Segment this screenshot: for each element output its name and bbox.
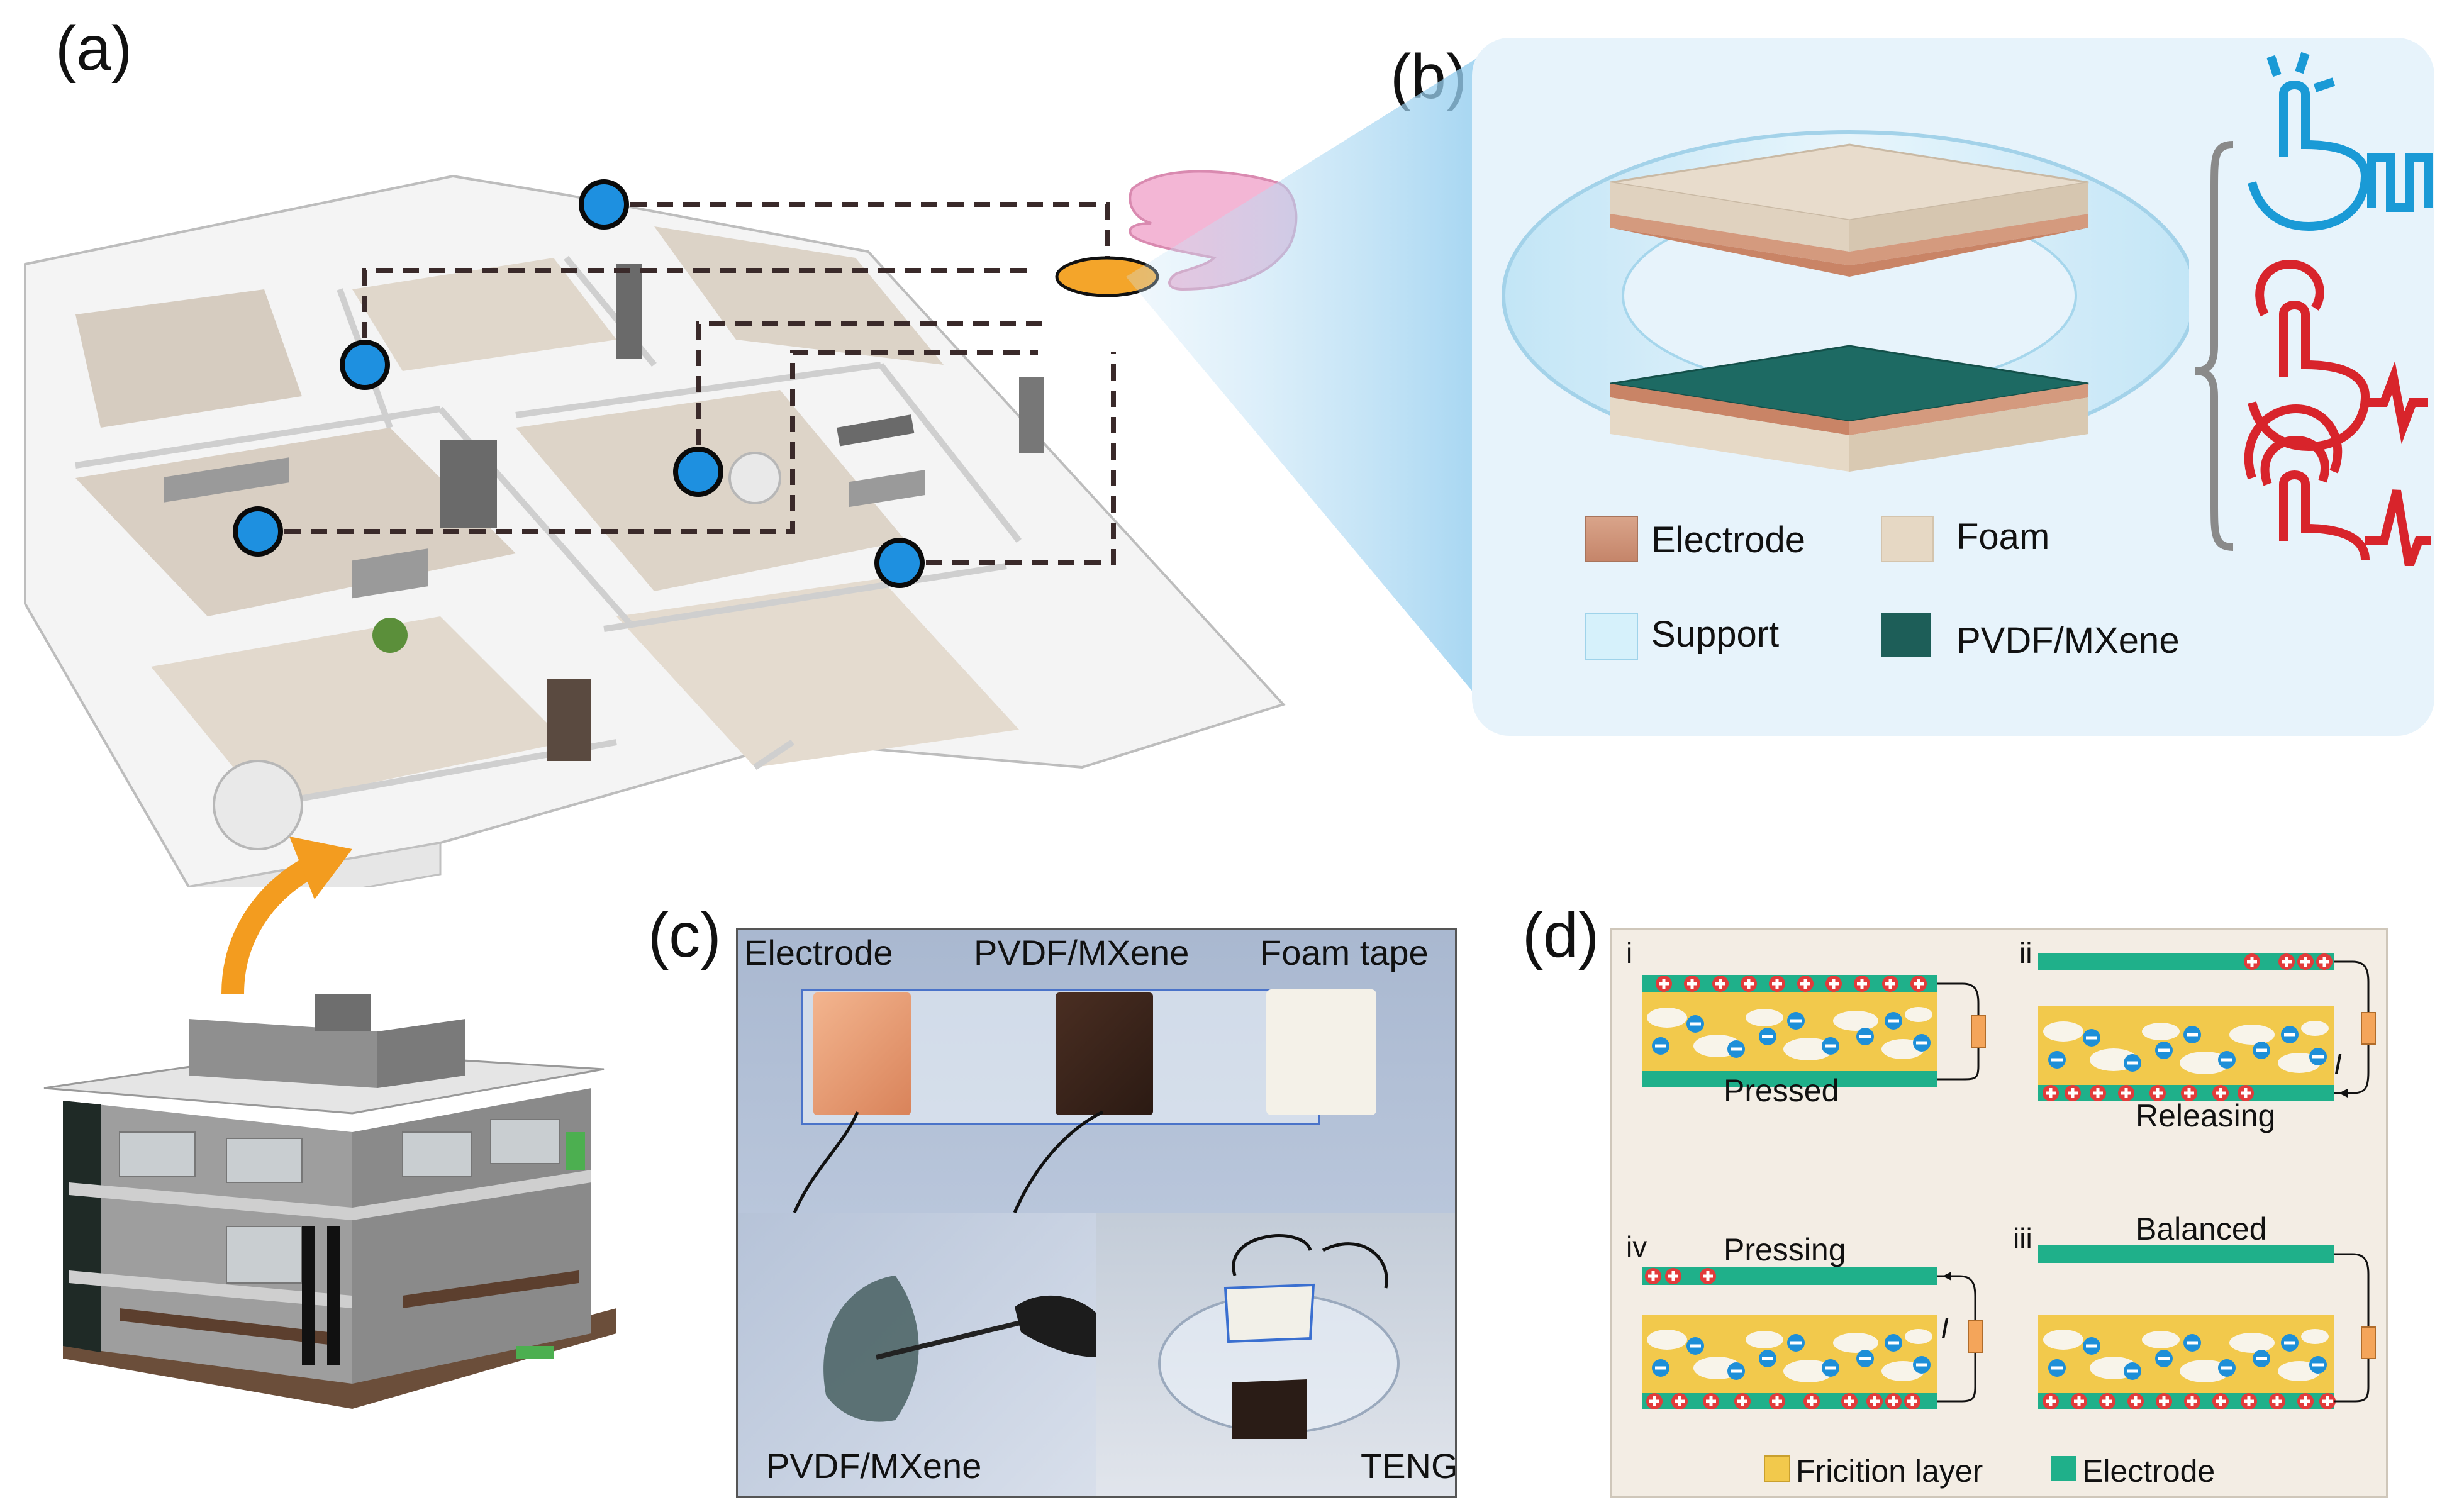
sensor-node-5 [874, 538, 925, 588]
pvdf-mxene-film [1056, 992, 1153, 1115]
panel-label-d: (d) [1522, 900, 1600, 970]
photo-components: Electrode PVDF/MXene Foam tape [738, 930, 1455, 1213]
teng-structure-illustration [1502, 130, 2189, 472]
photo-label-electrode: Electrode [744, 933, 893, 972]
photo-flexible-film: PVDF/MXene [738, 1213, 1096, 1496]
photo-teng-device: TENG [1096, 1213, 1455, 1496]
state-label-ii: ii [2019, 937, 2032, 969]
house-3d-model [43, 994, 616, 1409]
state-ii-releasing [2038, 953, 2376, 1101]
touch-signal-column [2195, 52, 2433, 566]
legend-swatch-foam [1881, 516, 1934, 562]
orange-arrow-icon [221, 837, 352, 994]
legend-label-pvdf: PVDF/MXene [1956, 620, 2180, 661]
sensor-node-1 [579, 179, 629, 230]
state-i-pressed [1642, 975, 1986, 1087]
teng-working-cycle [1642, 953, 2376, 1482]
photo-label-pvdf-top: PVDF/MXene [974, 933, 1190, 972]
state-iii-balanced [2038, 1245, 2376, 1409]
legend-swatch-support [1585, 613, 1638, 660]
legend-label-support: Support [1651, 614, 1780, 655]
foam-tape [1266, 989, 1376, 1115]
legend-swatch-electrode [1585, 516, 1638, 562]
panel-c-photos: Electrode PVDF/MXene Foam tape PVDF/MXen… [736, 928, 1457, 1498]
photo-label-foam-tape: Foam tape [1260, 933, 1429, 972]
legend-label-friction-layer: Fricition layer [1796, 1454, 1983, 1489]
state-caption-pressing: Pressing [1724, 1232, 1846, 1267]
tap-gesture-icon [2248, 52, 2433, 231]
state-iv-pressing [1642, 1267, 1983, 1409]
photo-label-teng: TENG [1361, 1446, 1457, 1486]
legend-label-electrode: Electrode [1651, 520, 1806, 560]
current-label-iv: I [1941, 1312, 1949, 1345]
state-caption-pressed: Pressed [1724, 1073, 1839, 1108]
state-label-iii: iii [2013, 1222, 2032, 1255]
legend-swatch-pvdf [1881, 613, 1931, 657]
panel-label-a: (a) [55, 13, 133, 84]
hard-press-gesture-icon [2244, 404, 2431, 566]
sensor-node-4 [233, 506, 283, 557]
copper-electrode [813, 992, 911, 1115]
state-caption-releasing: Releasing [2136, 1098, 2276, 1133]
legend-label-foam: Foam [1956, 516, 2050, 557]
state-label-i: i [1626, 937, 1633, 969]
sensor-node-2 [340, 340, 390, 390]
state-caption-balanced: Balanced [2136, 1211, 2267, 1247]
sensor-node-3 [673, 447, 723, 497]
legend-swatch-electrode-d [2051, 1456, 2076, 1481]
current-label-ii: I [2334, 1048, 2342, 1081]
legend-swatch-friction-layer [1764, 1455, 1790, 1482]
state-label-iv: iv [1626, 1230, 1647, 1263]
legend-label-electrode-d: Electrode [2082, 1454, 2216, 1489]
photo-label-pvdf-bottom: PVDF/MXene [766, 1446, 982, 1486]
panel-label-c: (c) [648, 900, 722, 970]
press-gesture-icon [2248, 259, 2428, 452]
projection-wedge [1126, 38, 1510, 736]
